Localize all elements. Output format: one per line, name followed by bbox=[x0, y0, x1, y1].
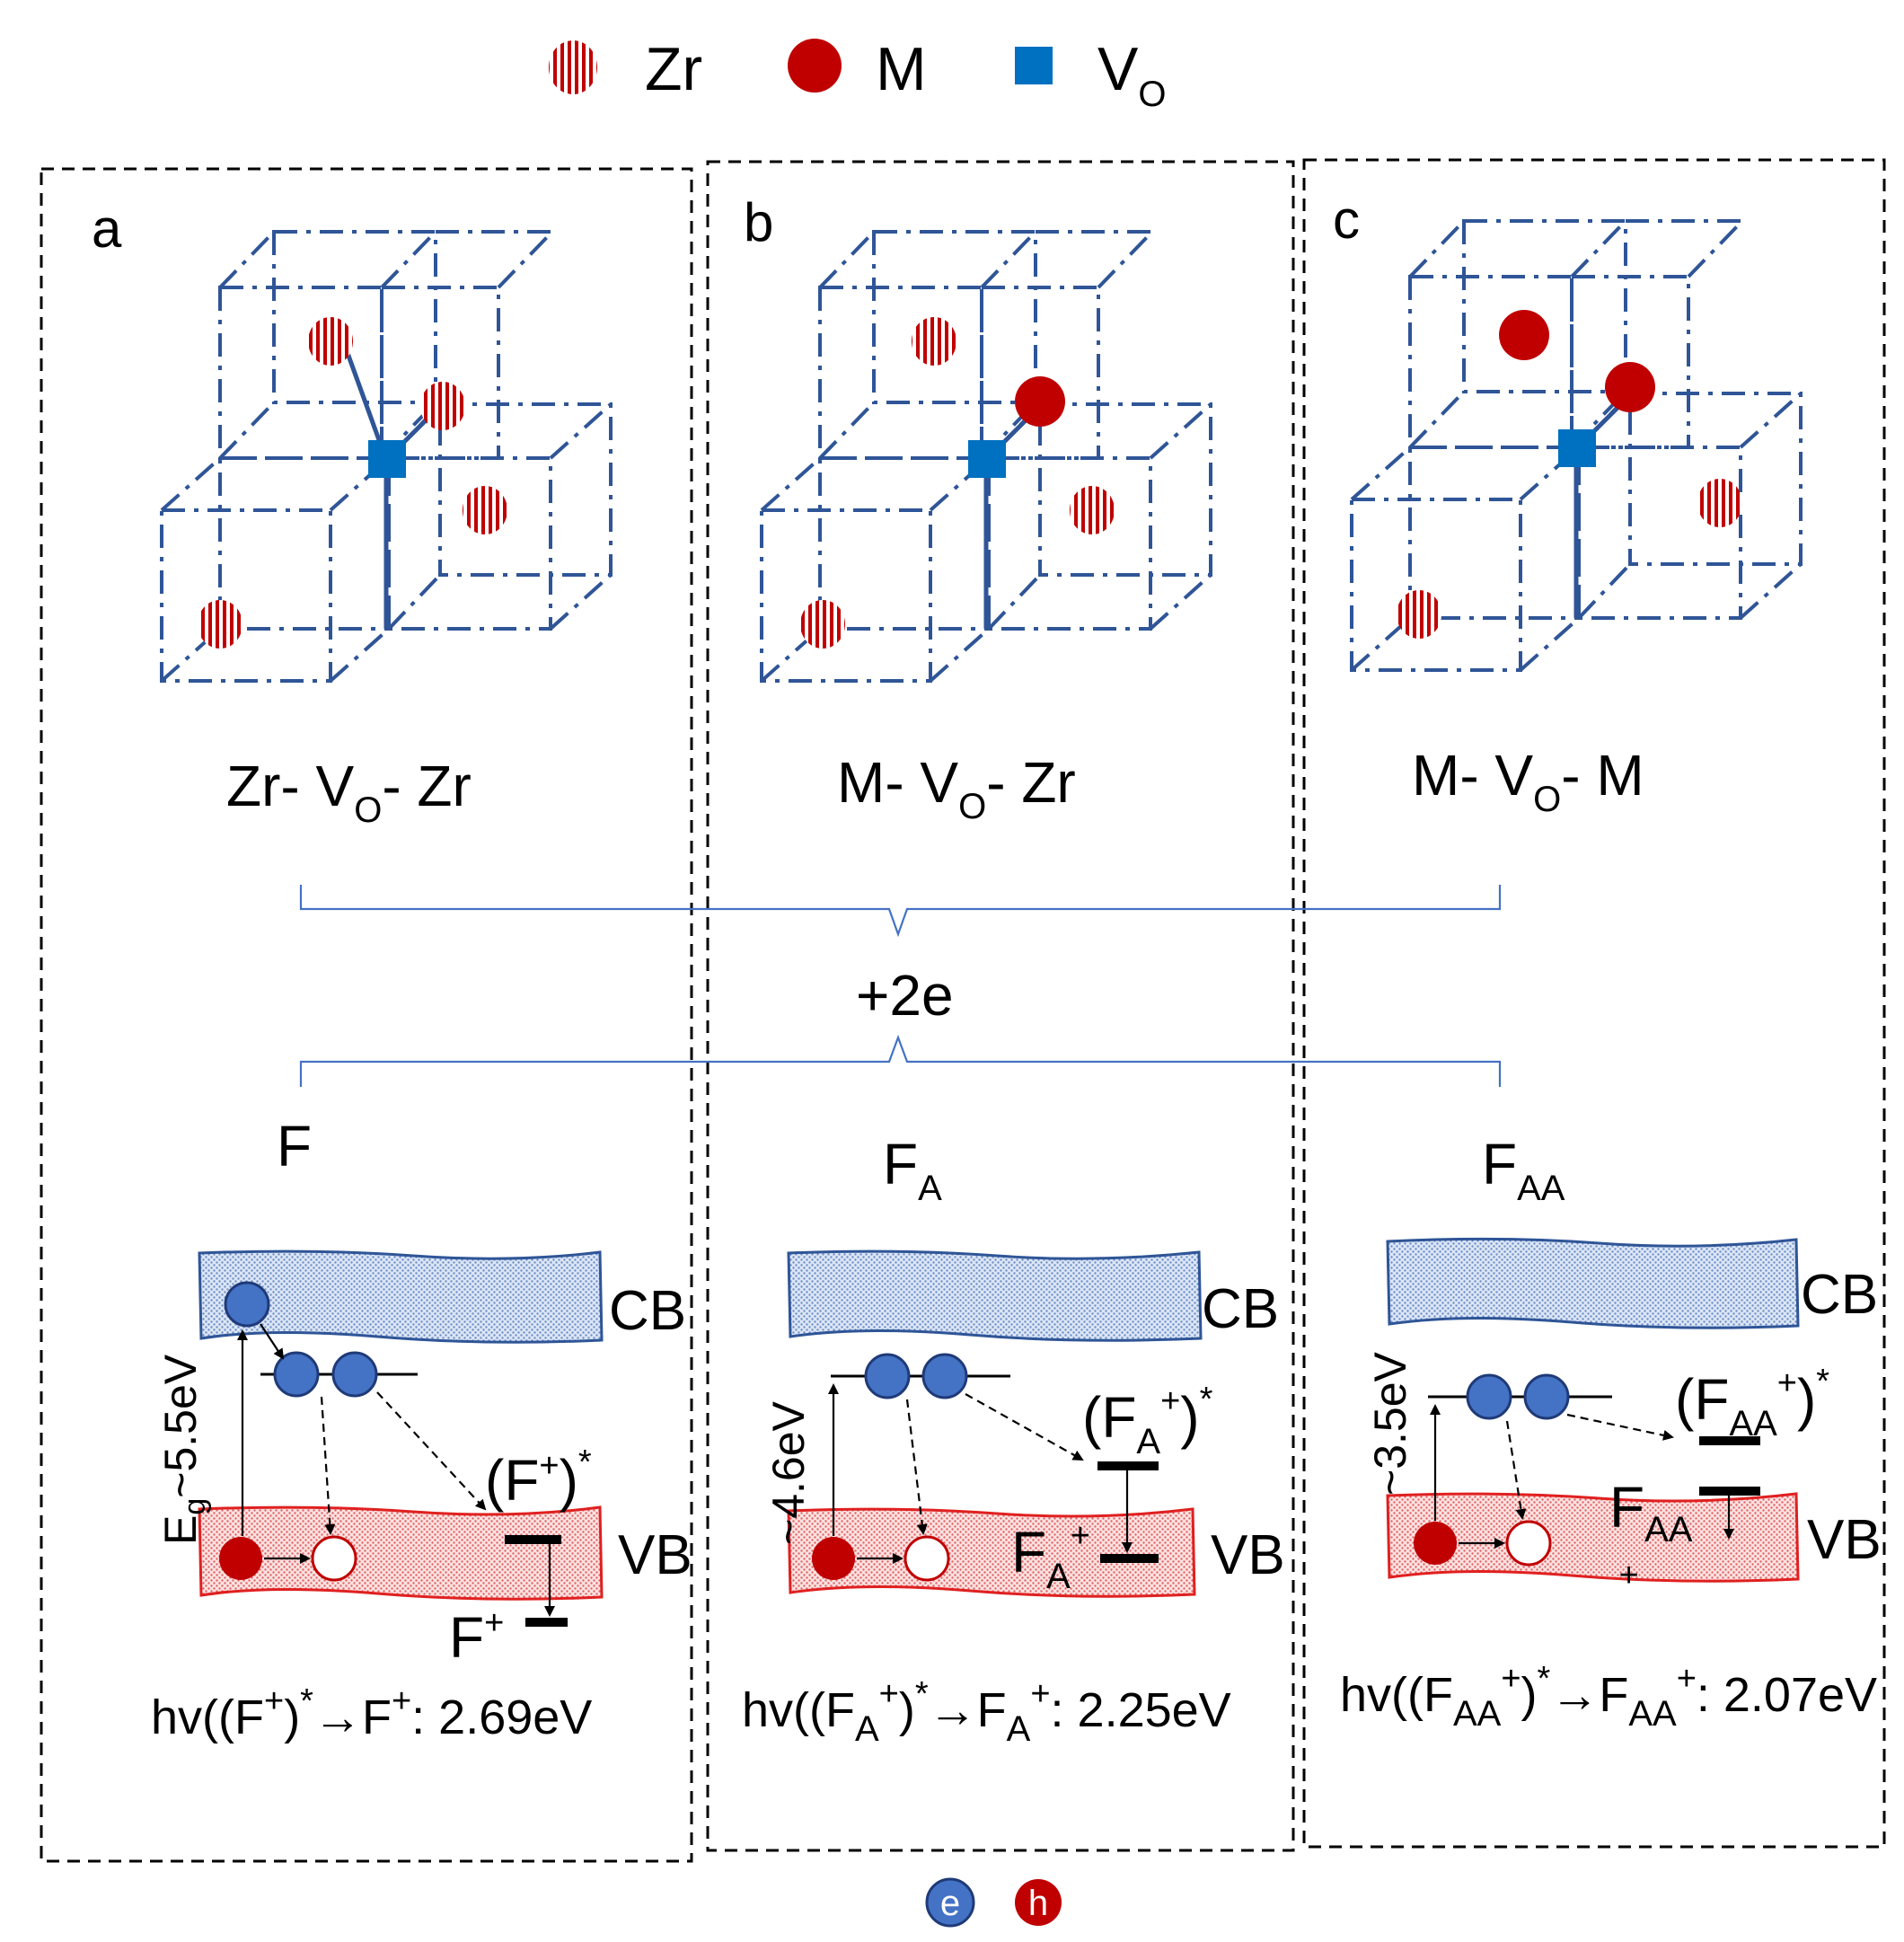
m-atom bbox=[1015, 376, 1065, 427]
hole-legend-label: h bbox=[1028, 1884, 1048, 1923]
m-atom bbox=[1605, 362, 1655, 412]
zr-atom bbox=[420, 382, 465, 430]
zr-atom bbox=[912, 317, 956, 366]
cb-label: CB bbox=[1801, 1264, 1878, 1326]
panel-a-center-title: F bbox=[277, 1114, 312, 1178]
oxygen-vacancy bbox=[368, 440, 406, 478]
panel-c-band-diagram: CB VB (FAA+)* FAA+ ~3.5eV hv((FAA+)*→FAA… bbox=[1340, 1237, 1882, 1734]
panel-c-center-title: FAA bbox=[1482, 1132, 1565, 1208]
conduction-band bbox=[787, 1249, 1203, 1342]
electron bbox=[864, 1353, 911, 1399]
vb-label: VB bbox=[1807, 1509, 1882, 1571]
panel-b-letter: b bbox=[744, 192, 773, 252]
zr-atom bbox=[1070, 486, 1115, 534]
hole-filled bbox=[812, 1537, 855, 1580]
oxygen-vacancy bbox=[1558, 429, 1596, 467]
plus-2e-label: +2e bbox=[856, 963, 954, 1028]
vb-label: VB bbox=[618, 1524, 692, 1586]
emission-label: hv((F+)*→F+: 2.69eV bbox=[151, 1682, 592, 1744]
conduction-band bbox=[198, 1249, 604, 1344]
ground-state-label: FAA+ bbox=[1609, 1475, 1693, 1594]
footer-legend: e h bbox=[925, 1877, 1062, 1928]
zr-legend-marker bbox=[549, 40, 597, 94]
excited-state-label: (FA+)* bbox=[1082, 1381, 1213, 1461]
panel-b-band-diagram: CB VB (FA+)* FA+ ~4.6eV hv((FA+)*→FA+: 2… bbox=[742, 1249, 1285, 1749]
valence-band bbox=[198, 1505, 604, 1601]
emission-label: hv((FA+)*→FA+: 2.25eV bbox=[742, 1675, 1231, 1749]
hole-empty bbox=[904, 1535, 950, 1582]
zr-atom bbox=[463, 486, 507, 534]
panel-c-box bbox=[1302, 158, 1886, 1849]
panel-b-box bbox=[706, 160, 1295, 1852]
ground-state-label: F+ bbox=[449, 1604, 504, 1670]
ground-state-label: FA+ bbox=[1011, 1517, 1090, 1596]
zr-atom bbox=[800, 600, 845, 649]
panel-b-config: M- VO- Zr bbox=[837, 750, 1076, 826]
panel-b-center-title: FA bbox=[883, 1132, 942, 1208]
hole-filled bbox=[219, 1537, 262, 1580]
hole-empty bbox=[1505, 1520, 1552, 1567]
electron-legend-icon bbox=[925, 1877, 975, 1928]
cb-label: CB bbox=[609, 1280, 686, 1342]
hole-empty bbox=[311, 1535, 357, 1582]
panel-c-letter: c bbox=[1333, 190, 1360, 250]
legend-vo-label: VO bbox=[1097, 35, 1166, 114]
electron-legend-label: e bbox=[940, 1884, 960, 1923]
legend-m-label: M bbox=[876, 35, 927, 103]
panel-b-lattice bbox=[760, 230, 1212, 683]
electron bbox=[921, 1353, 968, 1399]
vb-label: VB bbox=[1211, 1524, 1285, 1586]
m-atom bbox=[1499, 310, 1549, 360]
panel-a-config: Zr- VO- Zr bbox=[226, 754, 472, 830]
conduction-band bbox=[1386, 1237, 1800, 1329]
hole-legend-icon bbox=[1015, 1879, 1062, 1926]
bottom-brace bbox=[299, 1034, 1502, 1087]
electron bbox=[1466, 1373, 1512, 1420]
gap-label: Eg~5.5eV bbox=[155, 1354, 212, 1545]
electron bbox=[224, 1281, 270, 1328]
vo-legend-marker bbox=[1015, 47, 1053, 84]
zr-atom bbox=[1397, 590, 1441, 639]
electron bbox=[331, 1351, 378, 1398]
oxygen-vacancy bbox=[968, 440, 1006, 478]
top-brace bbox=[299, 885, 1502, 938]
valence-band bbox=[1386, 1492, 1800, 1583]
panel-a-lattice bbox=[160, 230, 613, 683]
panel-c-lattice bbox=[1350, 219, 1803, 672]
gap-label: ~3.5eV bbox=[1365, 1351, 1415, 1496]
gap-label: ~4.6eV bbox=[763, 1400, 814, 1545]
zr-atom bbox=[1697, 479, 1742, 527]
valence-band bbox=[787, 1507, 1196, 1598]
panel-c-config: M- VO- M bbox=[1412, 743, 1644, 819]
legend: Zr M VO bbox=[549, 35, 1166, 114]
excited-state-label: (FAA+)* bbox=[1675, 1363, 1829, 1443]
electron bbox=[1523, 1373, 1570, 1420]
cb-label: CB bbox=[1202, 1278, 1279, 1340]
panel-a-box bbox=[40, 167, 693, 1863]
emission-label: hv((FAA+)*→FAA+: 2.07eV bbox=[1340, 1660, 1877, 1734]
excited-state-label: (F+)* bbox=[485, 1443, 592, 1513]
panel-a-letter: a bbox=[92, 199, 122, 259]
legend-zr-label: Zr bbox=[645, 35, 702, 103]
hole-filled bbox=[1414, 1522, 1457, 1565]
zr-atom bbox=[308, 317, 353, 366]
m-legend-marker bbox=[788, 39, 842, 93]
zr-atom bbox=[198, 600, 242, 649]
panel-a-band-diagram: CB VB (F+)* F+ Eg~5.5eV hv((F+)*→F+: 2.6… bbox=[151, 1249, 692, 1744]
electron bbox=[273, 1351, 320, 1398]
